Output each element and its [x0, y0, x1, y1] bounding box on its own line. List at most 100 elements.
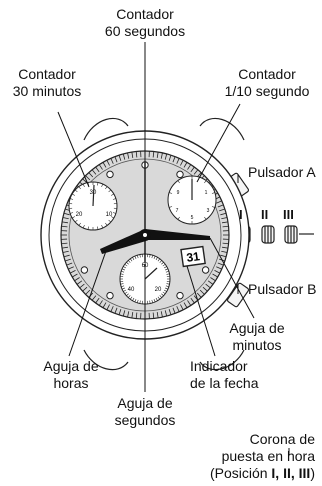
tick-mark [122, 268, 126, 271]
minute-hand [145, 229, 210, 240]
tick-mark [132, 257, 135, 261]
tick-mark [166, 273, 170, 275]
tick-mark [95, 166, 100, 173]
tick-mark [61, 221, 69, 224]
tick-mark [101, 183, 104, 187]
tick-mark [214, 270, 221, 274]
date-value: 31 [186, 249, 201, 265]
tick-mark [160, 311, 163, 318]
tick-mark [221, 250, 228, 253]
tick-mark [98, 164, 103, 170]
tick-mark [85, 175, 91, 181]
tick-mark [121, 270, 125, 273]
tick-mark [62, 217, 69, 220]
tick-mark [161, 293, 164, 296]
tick-mark [74, 189, 78, 193]
tick-mark [180, 159, 184, 166]
tick-mark [82, 286, 88, 292]
tick-mark [130, 296, 133, 300]
tick-mark [114, 156, 118, 163]
subdial-30-label-10: 10 [106, 212, 113, 218]
tick-mark [128, 260, 131, 263]
tick-mark [101, 225, 104, 229]
tick-mark [169, 192, 173, 194]
tick-mark [85, 289, 91, 295]
tick-mark [211, 206, 215, 208]
label-pusher-b: Pulsador B [248, 281, 317, 297]
tick-mark [91, 295, 97, 301]
tick-mark [61, 246, 69, 249]
tick-mark [68, 266, 74, 270]
tick-mark [110, 158, 114, 164]
tick-mark [70, 198, 74, 200]
tick-mark [120, 283, 124, 285]
tick-mark [139, 300, 141, 304]
subdial-30-label-20: 20 [76, 212, 83, 218]
tick-mark [202, 286, 208, 292]
tick-mark [212, 273, 218, 278]
main-hands [100, 162, 210, 263]
tick-mark [161, 262, 164, 265]
tick-mark [210, 277, 216, 282]
tick-mark [183, 302, 188, 308]
hour-marker [176, 170, 184, 179]
tick-mark [108, 219, 112, 223]
tick-mark [70, 212, 74, 214]
tick-mark [135, 151, 138, 158]
tick-mark [74, 219, 78, 223]
tick-mark [177, 216, 180, 220]
tick-mark [169, 206, 173, 208]
tick-mark [153, 256, 156, 260]
date-window: 31 [180, 245, 206, 268]
tick-mark [111, 216, 114, 219]
crown-position-ii [261, 225, 275, 244]
tick-mark [118, 309, 122, 316]
tick-mark [156, 311, 159, 319]
tick-mark [177, 180, 180, 184]
tick-mark [217, 262, 224, 266]
tick-mark [128, 295, 131, 298]
tick-mark [157, 296, 160, 300]
tick-mark [95, 297, 100, 304]
tick-mark [205, 283, 211, 289]
tick-mark [126, 293, 129, 296]
hour-marker [201, 266, 210, 274]
tick-mark [131, 151, 134, 159]
tick-mark [155, 297, 158, 301]
tick-mark [162, 264, 166, 267]
tick-mark [130, 258, 133, 262]
tick-mark [199, 289, 205, 295]
tick-mark [217, 204, 224, 208]
hour-hand [100, 229, 146, 254]
tick-mark [105, 222, 108, 226]
tick-mark [164, 310, 168, 317]
tick-mark [165, 270, 169, 273]
subdial-tenth-label-1: 1 [205, 190, 208, 196]
hour-marker [80, 266, 89, 274]
tick-mark [102, 302, 107, 308]
tick-mark [127, 311, 130, 318]
tick-mark [135, 312, 138, 319]
tick-mark [207, 280, 214, 285]
tick-mark [111, 193, 114, 196]
tick-mark [63, 254, 70, 258]
tick-mark [187, 300, 192, 306]
tick-mark [74, 277, 80, 282]
tick-mark [106, 304, 110, 311]
tick-mark [131, 311, 134, 319]
tick-mark [162, 291, 166, 294]
tick-mark [152, 312, 155, 319]
tick-mark [220, 212, 227, 216]
tick-mark [72, 273, 78, 278]
tick-mark [221, 217, 228, 220]
leader-lines [57, 42, 290, 455]
tick-mark [108, 189, 112, 193]
tick-mark [82, 178, 88, 184]
tick-mark [62, 250, 69, 253]
tick-mark [216, 266, 222, 270]
tick-mark [121, 285, 125, 288]
